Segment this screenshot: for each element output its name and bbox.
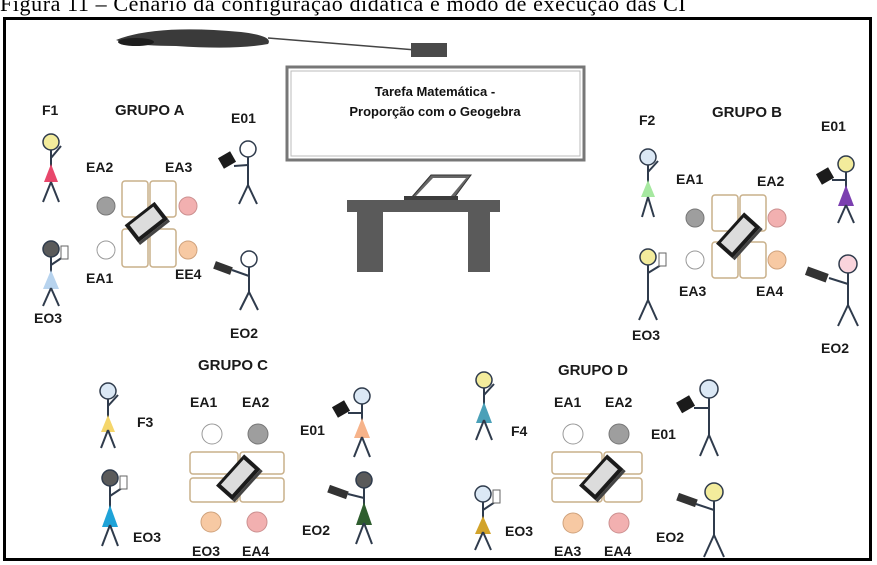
teacher-label: F4: [511, 423, 528, 439]
student-ea1: EA1: [554, 394, 584, 445]
observer-e01: E01: [300, 387, 371, 458]
student-ee4: EE4: [175, 240, 202, 282]
student-label: EA4: [756, 283, 783, 299]
student-ea2: EA2: [605, 394, 632, 445]
board-title-line1: Tarefa Matemática -: [375, 84, 495, 99]
observer-label: EO3: [34, 310, 62, 326]
whiteboard: Tarefa Matemática - Proporção com o Geog…: [285, 65, 586, 162]
observer-eo3: EO3: [474, 485, 533, 551]
board-title-line2: Proporção com o Geogebra: [349, 104, 521, 119]
teacher-label: F1: [42, 102, 59, 118]
student-label: EA1: [190, 394, 217, 410]
observer-label: E01: [821, 118, 846, 134]
student-label: EA2: [86, 159, 113, 175]
observer-eo2: EO2: [302, 471, 373, 545]
teacher-figure: F1: [42, 102, 62, 203]
observer-eo3: EO3: [632, 248, 667, 343]
student-label: EA4: [604, 543, 631, 559]
student-label: EA3: [554, 543, 581, 559]
group-a: GRUPO A F1 EA2 EA3: [34, 102, 259, 341]
teacher-color: [44, 164, 58, 182]
observer-label: EO2: [302, 522, 330, 538]
student-ea3: EA3: [679, 250, 706, 299]
observer-label: E01: [231, 110, 256, 126]
student-ea2: EA2: [757, 173, 787, 228]
observer-eo2: EO2: [656, 482, 725, 558]
scene-frame: Tarefa Matemática - Proporção com o Geog…: [3, 17, 872, 561]
student-label: EO3: [192, 543, 220, 559]
student-label: EA1: [554, 394, 581, 410]
laptop-icon: [579, 454, 626, 503]
laptop-icon: [216, 454, 263, 503]
group-table: [551, 451, 643, 503]
student-label: EE4: [175, 266, 202, 282]
observer-label: EO2: [230, 325, 258, 341]
observer-e01: E01: [815, 118, 855, 224]
laptop-icon: [716, 212, 763, 261]
observer-label: E01: [651, 426, 676, 442]
group-table: [121, 180, 177, 268]
teacher-label: F2: [639, 112, 656, 128]
observer-e01: E01: [217, 110, 258, 205]
student-ea2: EA2: [86, 159, 116, 216]
student-ea3: EA3: [165, 159, 198, 216]
projector: [116, 29, 447, 57]
student-label: EA2: [242, 394, 269, 410]
student-label: EA3: [679, 283, 706, 299]
teacher-desk: [347, 174, 500, 272]
teacher-figure: F2: [639, 112, 659, 218]
observer-label: E01: [300, 422, 325, 438]
student-ea4: EA4: [756, 250, 787, 299]
group-title: GRUPO B: [712, 104, 782, 121]
classroom-diagram: Tarefa Matemática - Proporção com o Geog…: [34, 29, 859, 559]
observer-e01: E01: [651, 379, 719, 457]
student-ea1: EA1: [676, 171, 705, 228]
figure-caption: Figura 11 – Cenário da configuração didá…: [0, 0, 687, 16]
group-title: GRUPO D: [558, 362, 628, 379]
student-label: EA2: [757, 173, 784, 189]
group-title: GRUPO A: [115, 102, 185, 119]
observer-label: EO3: [133, 529, 161, 545]
student-label: EA3: [165, 159, 192, 175]
group-table: [711, 194, 767, 279]
observer-eo3: EO3: [101, 469, 161, 547]
group-b: GRUPO B F2 EA1 EA2: [632, 104, 859, 356]
student-ea4: EA4: [604, 512, 631, 559]
teacher-figure: F3: [99, 382, 154, 449]
teacher-label: F3: [137, 414, 154, 430]
student-ea4: EA4: [242, 511, 269, 559]
student-ea2: EA2: [242, 394, 269, 445]
student-label: EA2: [605, 394, 632, 410]
observer-eo3: EO3: [34, 240, 69, 326]
observer-label: EO3: [505, 523, 533, 539]
observer-label: EO2: [821, 340, 849, 356]
group-d: GRUPO D F4 EA1 EA2: [474, 362, 725, 559]
student-label: EA4: [242, 543, 269, 559]
student-ea1: EA1: [86, 240, 116, 286]
student-label: EA1: [86, 270, 113, 286]
student-ea1: EA1: [190, 394, 223, 445]
teacher-figure: F4: [475, 371, 528, 441]
group-title: GRUPO C: [198, 357, 268, 374]
laptop-icon: [124, 201, 170, 245]
group-table: [189, 451, 285, 503]
observer-eo2: EO2: [213, 250, 259, 341]
observer-eo2: EO2: [804, 254, 859, 356]
student-ea3: EA3: [554, 512, 584, 559]
observer-label: EO2: [656, 529, 684, 545]
observer-label: EO3: [632, 327, 660, 343]
group-c: GRUPO C F3 EA1 EA2: [99, 357, 373, 559]
student-label: EA1: [676, 171, 703, 187]
student-eo3: EO3: [192, 511, 222, 559]
